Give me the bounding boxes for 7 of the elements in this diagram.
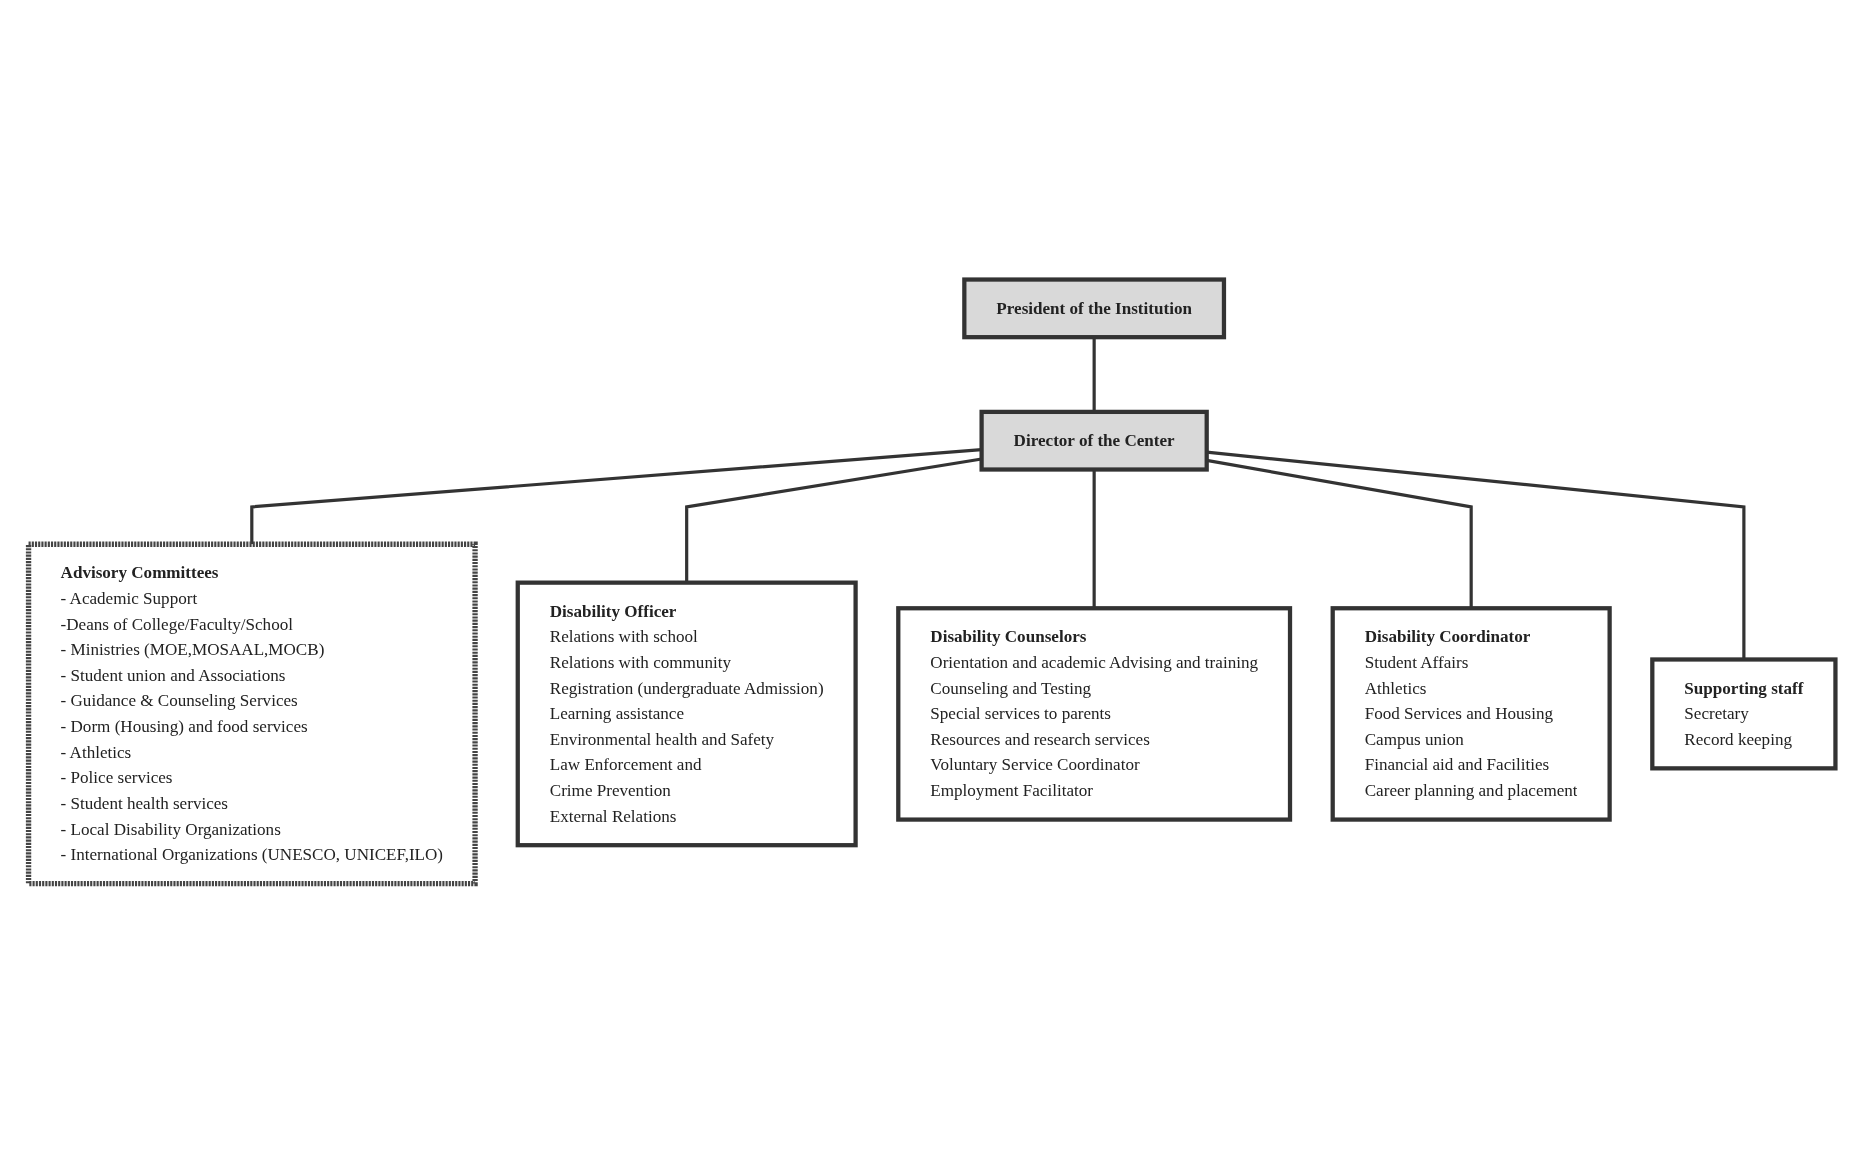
node-box: Disability Officer Relations with school Relations with community Registration (undergraduate Admission) Learning assistance Environmental health and Safety Law Enforcement and Crime Prevention External Relations xyxy=(515,580,858,848)
node-box: President of the Institution xyxy=(962,277,1227,340)
node-box: Supporting staff Secretary Record keeping xyxy=(1650,657,1838,771)
node-box: Advisory Committees - Academic Support -Deans of College/Faculty/School - Ministries (MOE,MOSAAL,MOCB) - Student union and Associations - Guidance & Counseling Services - Dorm (Housing) and food services - Athletics - Police services - Student health services - Local Disability Organizations - International Organizations (UNESCO, UNICEF,ILO) xyxy=(25,542,478,887)
node-box: Director of the Center xyxy=(979,410,1209,473)
node-box: Disability Counselors Orientation and academic Advising and training Counseling and Testing Special services to parents Resources and research services Voluntary Service Coordinator Employment Facilitator xyxy=(896,606,1293,823)
node-box: Disability Coordinator Student Affairs Athletics Food Services and Housing Campus union Financial aid and Facilities Career planning and placement xyxy=(1330,606,1612,823)
